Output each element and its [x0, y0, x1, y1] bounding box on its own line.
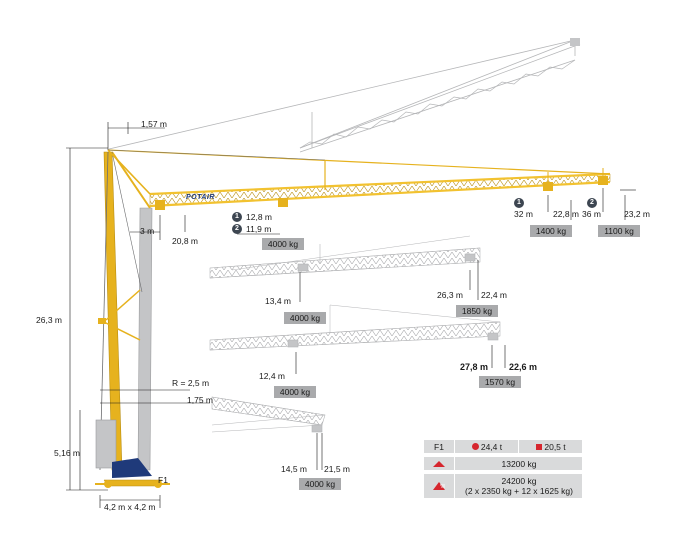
ghost-config-jibs — [209, 235, 501, 433]
config-c-near-load: 4000 kg — [299, 478, 341, 490]
config-c-tip-height: 21,5 m — [324, 464, 350, 474]
counterweight-detail: (2 x 2350 kg + 12 x 1625 kg) — [465, 486, 573, 496]
table-row-ballast: 13200 kg — [424, 457, 582, 470]
ballast-height: 5,16 m — [54, 448, 80, 458]
crane-base — [95, 458, 170, 488]
table-row-counterweight: 24200 kg (2 x 2350 kg + 12 x 1625 kg) — [424, 474, 582, 498]
working-jib — [107, 149, 611, 210]
config-b-near-load: 4000 kg — [274, 386, 316, 398]
config-b-near-radius: 12,4 m — [259, 371, 285, 381]
reaction-1-value: 24,4 t — [480, 441, 503, 452]
base-size: 4,2 m x 4,2 m — [104, 502, 156, 512]
config-a-near-load: 4000 kg — [284, 312, 326, 324]
config-a-tip-height: 22,4 m — [481, 290, 507, 300]
hook-height: 20,8 m — [172, 236, 198, 246]
table-header-row: F1 24,4 t 20,5 t — [424, 440, 582, 453]
table-f1-label: F1 — [434, 441, 444, 452]
tip-2-height: 23,2 m — [624, 209, 650, 219]
tip-1-radius: 32 m — [514, 209, 533, 219]
config-1-radius: 12,8 m — [246, 212, 272, 222]
config-b-tip-radius: 27,8 m — [460, 362, 489, 372]
config-2-radius: 11,9 m — [246, 224, 272, 234]
config-1-badge: 1 — [232, 212, 242, 222]
load-near-box: 4000 kg — [262, 238, 304, 250]
square-icon — [536, 443, 543, 450]
counterweight-value: 24200 kg — [501, 476, 537, 486]
ballast-value: 13200 kg — [454, 457, 583, 470]
reaction-2-value: 20,5 t — [544, 441, 566, 452]
dimension-lines — [66, 122, 636, 508]
config-c-near-radius: 14,5 m — [281, 464, 307, 474]
config-a-tip-load: 1850 kg — [456, 305, 498, 317]
config-2-badge: 2 — [232, 224, 242, 234]
tip-2-radius: 36 m — [582, 209, 601, 219]
ballast-icon — [424, 457, 454, 470]
config-b-tip-height: 22,6 m — [509, 362, 538, 372]
tip-1-badge: 1 — [514, 198, 524, 208]
jib-rise-offset: 1,57 m — [141, 119, 167, 129]
slew-radius: R = 2,5 m — [172, 378, 210, 388]
tower-height: 26,3 m — [36, 315, 62, 325]
counterweight-cell: 24200 kg (2 x 2350 kg + 12 x 1625 kg) — [454, 474, 583, 498]
outrigger-label: F1 — [158, 475, 168, 485]
tower-mast — [95, 151, 153, 471]
reaction-2-cell: 20,5 t — [518, 440, 583, 453]
brand-logo: POTAIR — [186, 194, 215, 201]
circle-icon — [471, 443, 479, 450]
tip-1-height: 22,8 m — [553, 209, 579, 219]
ghost-raised-jib — [108, 38, 581, 153]
counterweight-stack-icon — [424, 474, 454, 498]
config-a-tip-radius: 26,3 m — [437, 290, 463, 300]
tip-2-badge: 2 — [587, 198, 597, 208]
tip-2-load-box: 1100 kg — [598, 225, 640, 237]
config-a-near-radius: 13,4 m — [265, 296, 291, 306]
reaction-1-cell: 24,4 t — [454, 440, 519, 453]
tip-1-load-box: 1400 kg — [530, 225, 572, 237]
hook-offset: 3 m — [140, 226, 155, 236]
mast-offset: 1,75 m — [187, 395, 213, 405]
config-b-tip-load: 1570 kg — [479, 376, 521, 388]
